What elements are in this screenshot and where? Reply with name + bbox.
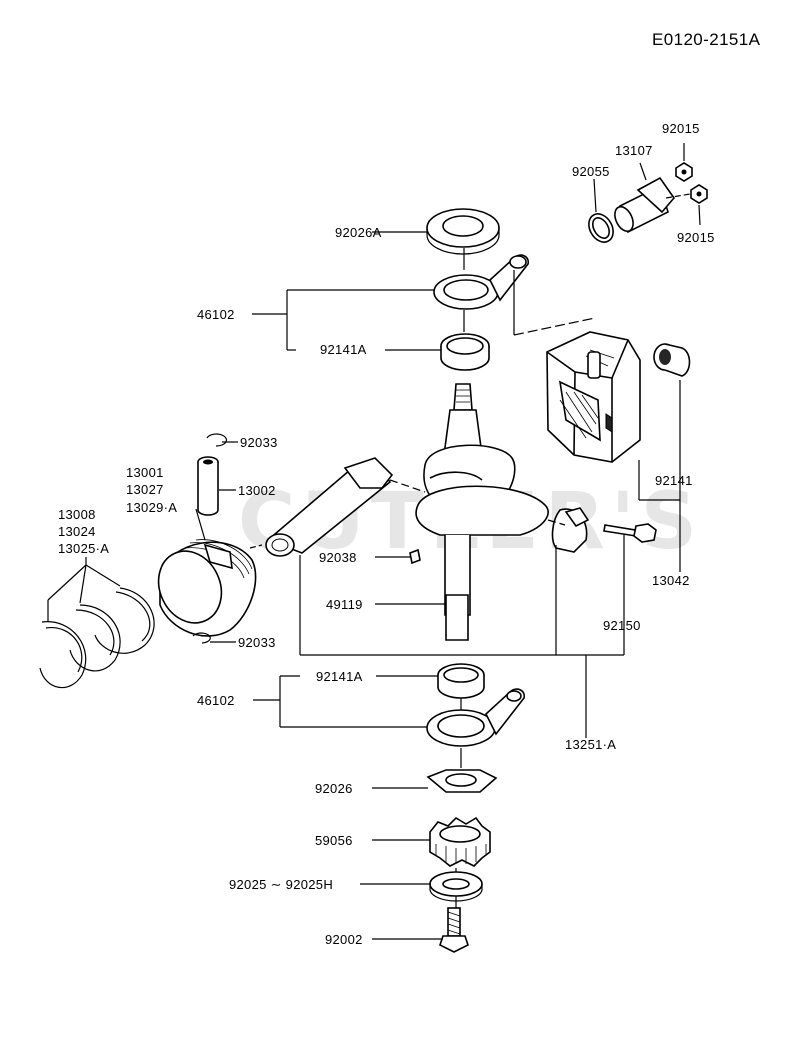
part-92015-nut-top [675, 162, 693, 182]
part-connecting-rod [265, 457, 394, 557]
label-13001: 13001 [126, 465, 164, 480]
label-92150: 92150 [603, 618, 641, 633]
part-rod-cap [551, 507, 590, 553]
label-13024: 13024 [58, 524, 96, 539]
label-92002: 92002 [325, 932, 363, 947]
part-92141-bushing [653, 343, 691, 377]
label-92026: 92026 [315, 781, 353, 796]
part-13002-piston-pin [197, 456, 219, 516]
diagram-code: E0120-2151A [652, 30, 761, 49]
part-92141A-bushing-top [440, 333, 490, 371]
part-13042-bearing-housing [546, 331, 641, 463]
part-59056-gear [429, 816, 491, 867]
label-92033-top: 92033 [240, 435, 278, 450]
label-59056: 59056 [315, 833, 353, 848]
part-92015-nut-bottom [690, 184, 708, 204]
label-92038: 92038 [319, 550, 357, 565]
part-92026-washer [426, 769, 498, 793]
part-49119-crankshaft [415, 383, 549, 641]
label-13002: 13002 [238, 483, 276, 498]
label-13107: 13107 [615, 143, 653, 158]
label-92141A-bottom: 92141A [316, 669, 363, 684]
part-92038-key [409, 548, 421, 565]
label-92015-bottom: 92015 [677, 230, 715, 245]
part-piston-rings [39, 587, 155, 689]
label-92025: 92025 ∼ 92025H [229, 877, 333, 892]
label-92026A: 92026A [335, 225, 382, 240]
label-13251A: 13251·A [565, 737, 616, 752]
part-piston [157, 539, 257, 637]
label-92141: 92141 [655, 473, 693, 488]
label-46102-top: 46102 [197, 307, 235, 322]
label-13029A: 13029·A [126, 500, 177, 515]
label-13025A: 13025·A [58, 541, 109, 556]
label-92015-top: 92015 [662, 121, 700, 136]
label-13042: 13042 [652, 573, 690, 588]
part-92033-clip-top [206, 433, 228, 447]
label-92033-bottom: 92033 [238, 635, 276, 650]
part-92033-clip-bottom [192, 632, 211, 644]
label-13008: 13008 [58, 507, 96, 522]
part-92141A-bushing-bottom [437, 663, 485, 699]
part-92026A-washer [426, 208, 500, 255]
label-92141A-top: 92141A [320, 342, 367, 357]
label-92055: 92055 [572, 164, 610, 179]
part-92150-bolt [603, 523, 657, 543]
label-13027: 13027 [126, 482, 164, 497]
label-49119: 49119 [326, 597, 363, 612]
part-92002-bolt [439, 907, 469, 953]
part-13107-governor-shaft [588, 176, 676, 243]
part-46102-upper-link [433, 254, 530, 310]
part-46102-lower-link [426, 688, 526, 747]
label-46102-bottom: 46102 [197, 693, 235, 708]
